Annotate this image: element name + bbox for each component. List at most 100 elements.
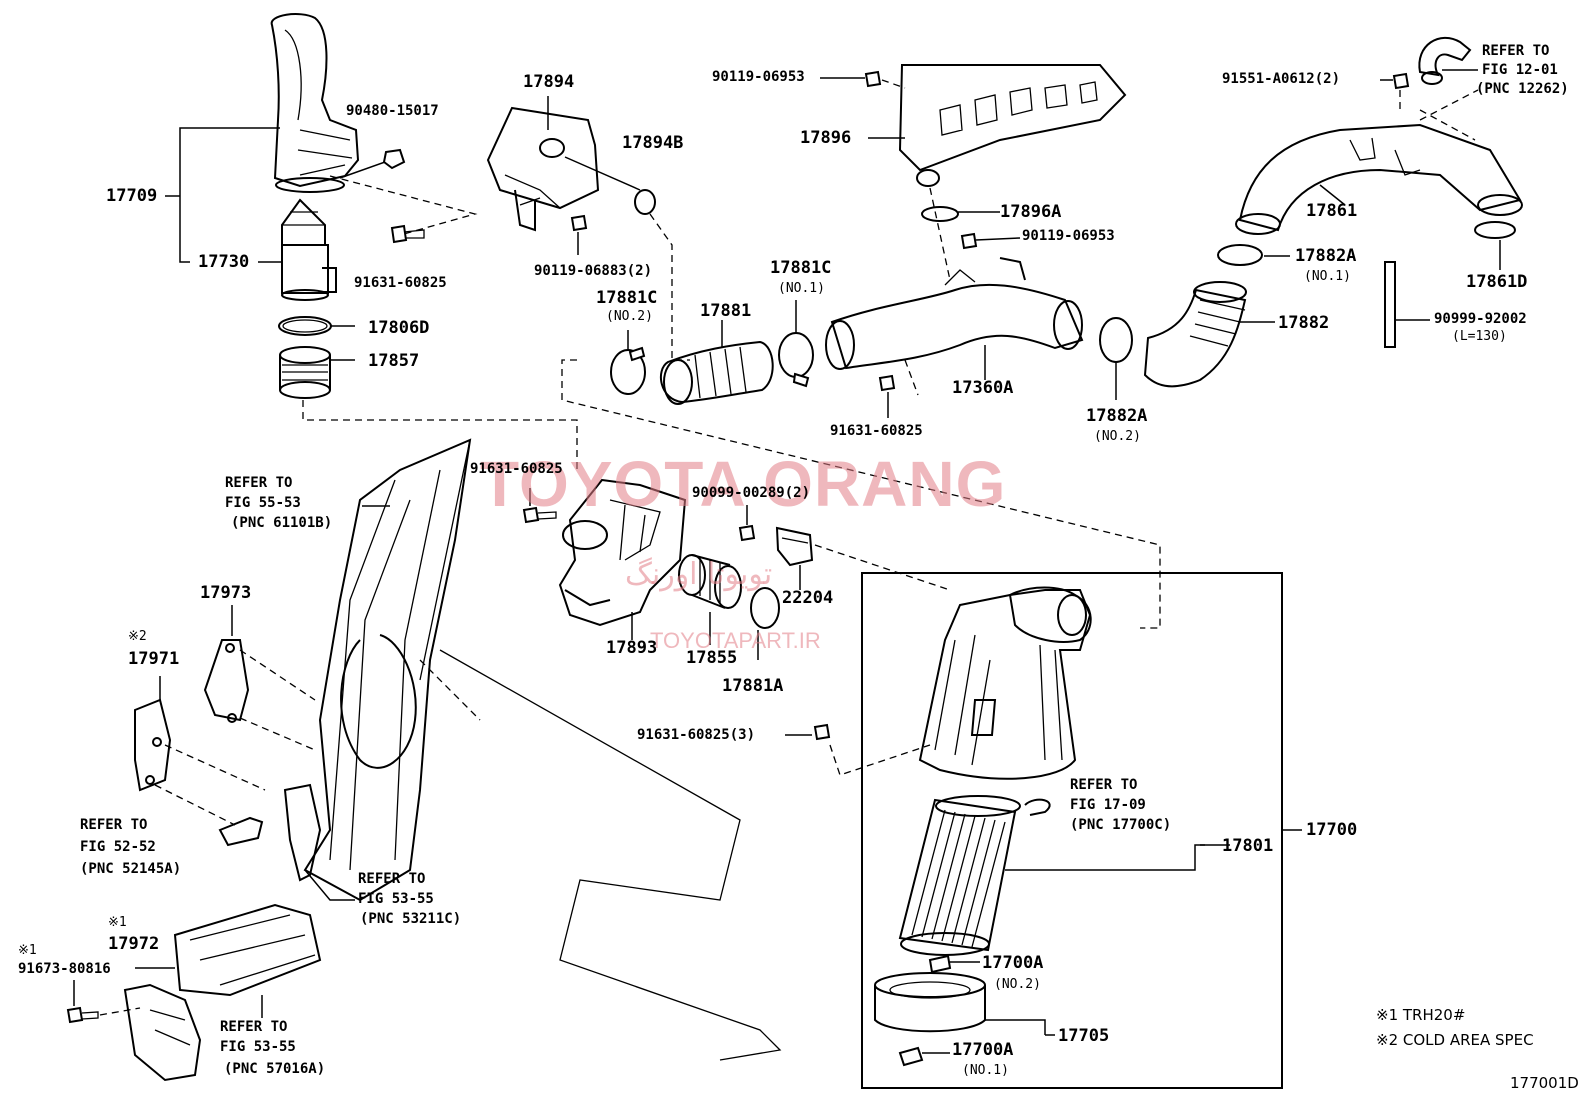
- filter-clip: [1024, 798, 1051, 816]
- cyclone-cap-part: [281, 198, 337, 301]
- label-90099-00289: 90099-00289(2): [692, 485, 811, 501]
- ref-55-53-line1: REFER TO: [225, 475, 293, 491]
- ref-53-55a-line3: (PNC 53211C): [360, 911, 462, 927]
- label-91551-A0612: 91551-A0612(2): [1222, 71, 1341, 87]
- ref-17-09-line3: (PNC 17700C): [1070, 817, 1172, 833]
- bolt-90119-06883: [570, 214, 588, 232]
- bolt-91631-a: [390, 224, 425, 244]
- hose-17881: [659, 340, 774, 405]
- label-17857: 17857: [368, 351, 420, 371]
- label-17972-mark: ※1: [108, 915, 127, 930]
- ref-53-55b-line2: FIG 53-55: [220, 1039, 296, 1055]
- label-17881A: 17881A: [722, 676, 784, 696]
- label-17882A-no2-sub: (NO.2): [1094, 429, 1141, 444]
- bracket-53211C: [283, 783, 322, 882]
- label-17700A-no2: 17700A: [982, 953, 1044, 973]
- label-17881C-no1-sub: (NO.1): [778, 281, 825, 296]
- hose-17857: [279, 346, 331, 399]
- clamp-17882A-no2: [1099, 317, 1133, 363]
- bolt-91631-c: [522, 506, 557, 524]
- label-90480-15017: 90480-15017: [346, 103, 439, 119]
- label-17971-mark: ※2: [128, 629, 147, 644]
- label-22204: 22204: [782, 588, 834, 608]
- ref-52-52-line3: (PNC 52145A): [80, 861, 182, 877]
- ref-12-01-line2: FIG 12-01: [1482, 62, 1558, 78]
- label-17894B: 17894B: [622, 133, 684, 153]
- cap-17705: [874, 972, 986, 1033]
- bracket-52145A: [218, 816, 264, 847]
- sensor-22204: [775, 526, 814, 567]
- label-90119-06953-b: 90119-06953: [1022, 228, 1115, 244]
- figure-id: 177001D: [1510, 1074, 1579, 1092]
- bolt-91631-d: [813, 723, 831, 741]
- clamp-17894B: [634, 189, 656, 215]
- label-17881C-no1: 17881C: [770, 258, 832, 278]
- label-90999-92002: 90999-92002: [1434, 311, 1527, 327]
- hose-12262: [1418, 36, 1472, 85]
- label-17855: 17855: [686, 648, 738, 668]
- label-91673-80816: 91673-80816: [18, 961, 111, 977]
- ref-17-09-line1: REFER TO: [1070, 777, 1138, 793]
- bracket-57016A: [123, 983, 202, 1082]
- ref-55-53-line3: (PNC 61101B): [231, 515, 333, 531]
- label-17973: 17973: [200, 583, 252, 603]
- air-cleaner-case: [918, 586, 1092, 780]
- filter-element-17801: [898, 795, 1021, 956]
- bracket-17971: [134, 698, 172, 792]
- clamp-17861D: [1474, 221, 1516, 239]
- bracket-17973: [203, 639, 250, 723]
- duct-17972: [173, 903, 322, 997]
- bolt-91631-b: [878, 374, 896, 392]
- ref-12-01-line3: (PNC 12262): [1476, 81, 1569, 97]
- ref-52-52-line2: FIG 52-52: [80, 839, 156, 855]
- ref-12-01-line1: REFER TO: [1482, 43, 1550, 59]
- label-17882A-no2: 17882A: [1086, 406, 1148, 426]
- clamp-17881C-no2: [610, 346, 646, 395]
- clamp-17896A: [921, 206, 959, 222]
- label-17972: 17972: [108, 934, 160, 954]
- bolt-90099: [738, 524, 756, 542]
- label-17700A-no1-sub: (NO.1): [962, 1063, 1009, 1078]
- label-91631-60825-d: 91631-60825(3): [637, 727, 756, 743]
- label-17861: 17861: [1306, 201, 1358, 221]
- watermark-persian: تویوتا اورنگ: [625, 557, 773, 592]
- bolt-90480: [382, 148, 406, 170]
- label-17896: 17896: [800, 128, 852, 148]
- clamp-17700A-no2: [928, 954, 952, 974]
- hose-90999: [1384, 261, 1396, 348]
- label-90999-sub: (L=130): [1452, 329, 1507, 344]
- ref-17-09-line2: FIG 17-09: [1070, 797, 1146, 813]
- label-17730: 17730: [198, 252, 250, 272]
- hose-17855: [678, 554, 742, 609]
- label-17893: 17893: [606, 638, 658, 658]
- watermark-url: TOYOTAPART.IR: [650, 628, 821, 653]
- legend-note-2: ※2 COLD AREA SPEC: [1376, 1031, 1534, 1049]
- duct-17893: [558, 478, 687, 627]
- bolt-90119-06953-b: [960, 232, 978, 250]
- label-91673-mark: ※1: [18, 943, 37, 958]
- label-17882: 17882: [1278, 313, 1330, 333]
- clamp-17881C-no1: [778, 332, 814, 388]
- label-90119-06883: 90119-06883(2): [534, 263, 653, 279]
- clamp-17882A-no1: [1217, 244, 1263, 266]
- snorkel-duct-part: [270, 13, 360, 193]
- label-90119-06953-a: 90119-06953: [712, 69, 805, 85]
- resonator-17896: [898, 64, 1127, 187]
- label-17360A: 17360A: [952, 378, 1014, 398]
- label-17700: 17700: [1306, 820, 1358, 840]
- label-91631-60825-c: 91631-60825: [470, 461, 563, 477]
- watermark-brand: TOYOTA ORANG: [480, 448, 1007, 520]
- label-17881C-no2-sub: (NO.2): [606, 309, 653, 324]
- ref-53-55b-line3: (PNC 57016A): [224, 1061, 326, 1077]
- label-17882A-no1: 17882A: [1295, 246, 1357, 266]
- label-17806D: 17806D: [368, 318, 430, 338]
- label-17881C-no2: 17881C: [596, 288, 658, 308]
- bolt-90119-06953-a: [864, 70, 882, 88]
- clamp-17881A: [750, 587, 780, 629]
- label-17861D: 17861D: [1466, 272, 1528, 292]
- label-17894: 17894: [523, 72, 575, 92]
- ref-53-55a-line1: REFER TO: [358, 871, 426, 887]
- label-17971: 17971: [128, 649, 180, 669]
- label-17801: 17801: [1222, 836, 1274, 856]
